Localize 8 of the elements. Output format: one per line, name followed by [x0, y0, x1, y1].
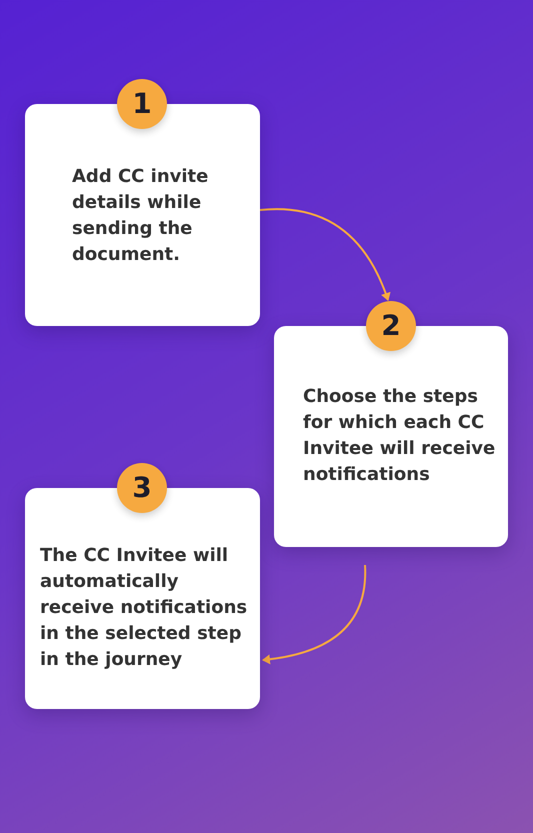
curved-arrow — [262, 565, 366, 664]
step-number-badge: 2 — [366, 301, 416, 351]
step-number-badge: 1 — [117, 79, 167, 129]
step-description: Choose the steps for which each CC Invitee will receive notifications — [303, 385, 496, 487]
step-description: Add CC invite details while sending the document. — [72, 165, 210, 267]
step-number-badge: 3 — [117, 463, 167, 513]
curved-arrow — [260, 208, 390, 301]
step-description: The CC Invitee will automatically receive notifications in the selected step in the journey — [40, 544, 248, 672]
